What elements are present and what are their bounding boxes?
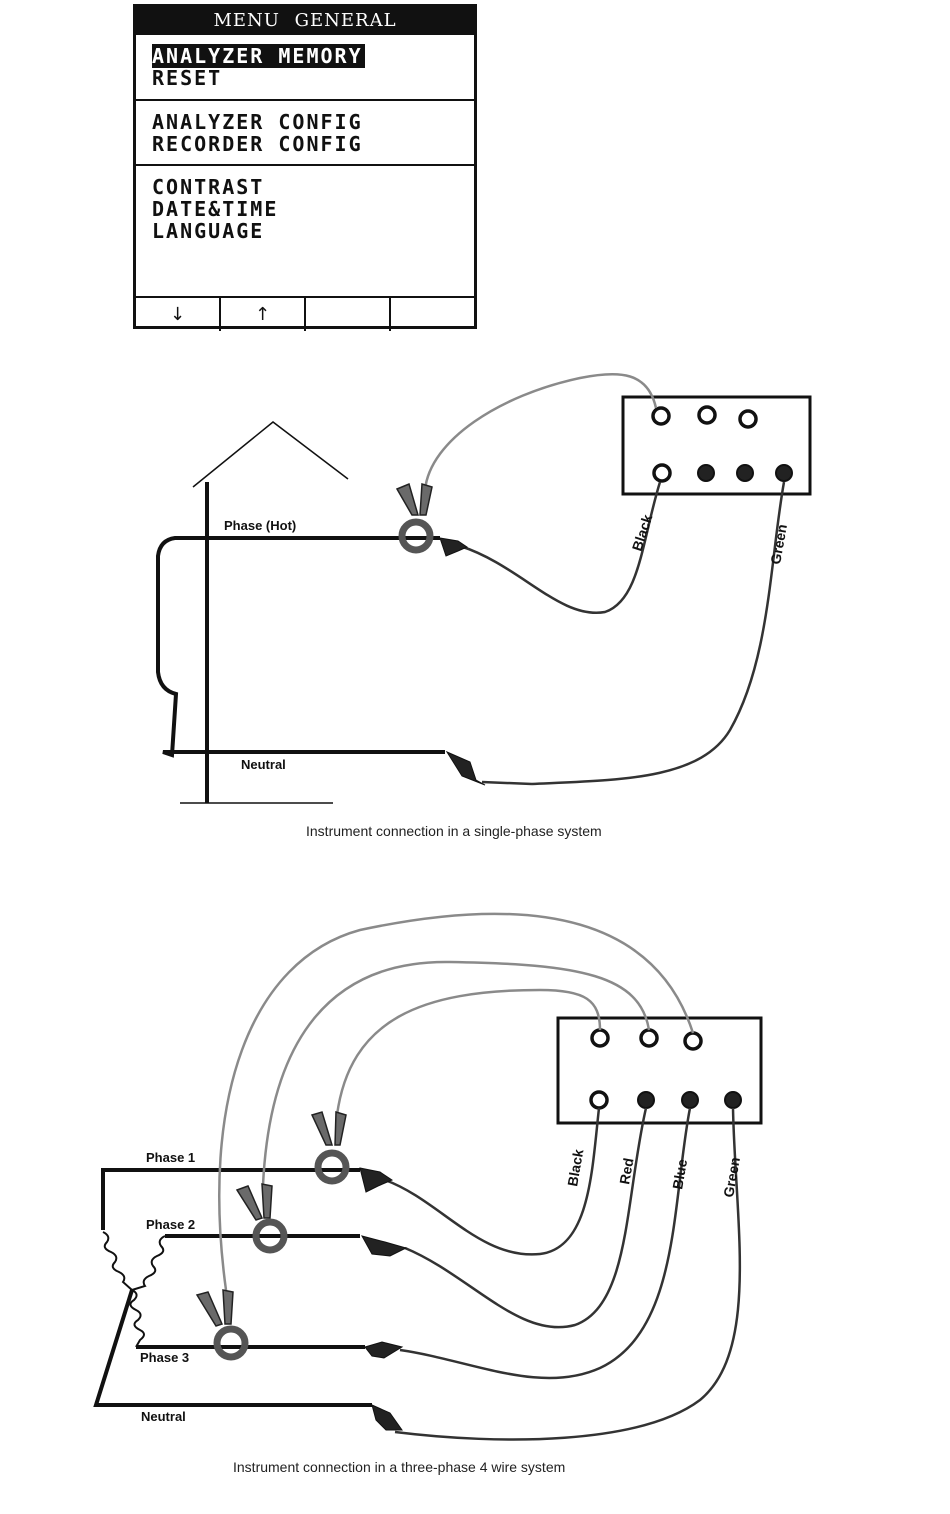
house-roof-icon bbox=[193, 422, 348, 487]
clamp-lead-wire bbox=[425, 374, 656, 490]
green-lead-label: Green bbox=[720, 1156, 743, 1199]
voltage-input-jack-green bbox=[776, 465, 792, 481]
current-input-jack-2 bbox=[699, 407, 715, 423]
voltage-input-jack-blue bbox=[682, 1092, 698, 1108]
current-input-jack-1 bbox=[592, 1030, 608, 1046]
neutral-probe-icon bbox=[372, 1405, 402, 1430]
green-voltage-lead bbox=[395, 1108, 740, 1440]
current-input-jack-1 bbox=[653, 408, 669, 424]
single-phase-diagram: Phase (Hot) Neutral Black Green Instrume… bbox=[158, 374, 810, 839]
single-phase-caption: Instrument connection in a single-phase … bbox=[306, 823, 602, 839]
black-lead-label: Black bbox=[564, 1148, 586, 1188]
phase1-probe-icon bbox=[360, 1168, 392, 1192]
current-clamp-2-icon bbox=[237, 1184, 284, 1250]
current-input-jack-3 bbox=[685, 1033, 701, 1049]
green-lead-label: Green bbox=[767, 523, 790, 566]
neutral-label: Neutral bbox=[241, 757, 286, 772]
phase-probe-icon bbox=[440, 538, 467, 556]
single-phase-circuit-wire bbox=[158, 538, 445, 755]
blue-voltage-lead bbox=[400, 1108, 690, 1378]
voltage-input-jack-black bbox=[591, 1092, 607, 1108]
current-input-jack-2 bbox=[641, 1030, 657, 1046]
current-clamp-icon bbox=[397, 484, 432, 550]
three-phase-caption: Instrument connection in a three-phase 4… bbox=[233, 1459, 565, 1475]
voltage-input-jack-green bbox=[725, 1092, 741, 1108]
three-phase-diagram: Phase 1 Phase 2 Phase 3 Neutral Black Re… bbox=[96, 914, 761, 1475]
red-voltage-lead bbox=[405, 1108, 646, 1327]
voltage-input-jack-red bbox=[638, 1092, 654, 1108]
neutral-probe-icon bbox=[447, 752, 485, 785]
wye-transformer-coil-icon bbox=[103, 1232, 165, 1347]
phase-hot-label: Phase (Hot) bbox=[224, 518, 296, 533]
current-input-jack-3 bbox=[740, 411, 756, 427]
black-lead-label: Black bbox=[629, 512, 656, 553]
phase2-probe-icon bbox=[362, 1236, 406, 1256]
blue-lead-label: Blue bbox=[669, 1158, 690, 1191]
voltage-input-jack-black bbox=[654, 465, 670, 481]
green-voltage-lead bbox=[532, 482, 784, 784]
phase3-label: Phase 3 bbox=[140, 1350, 189, 1365]
phase2-label: Phase 2 bbox=[146, 1217, 195, 1232]
phase3-probe-icon bbox=[365, 1342, 402, 1358]
phase1-label: Phase 1 bbox=[146, 1150, 195, 1165]
neutral-label: Neutral bbox=[141, 1409, 186, 1424]
voltage-input-jack-red bbox=[698, 465, 714, 481]
voltage-input-jack-blue bbox=[737, 465, 753, 481]
